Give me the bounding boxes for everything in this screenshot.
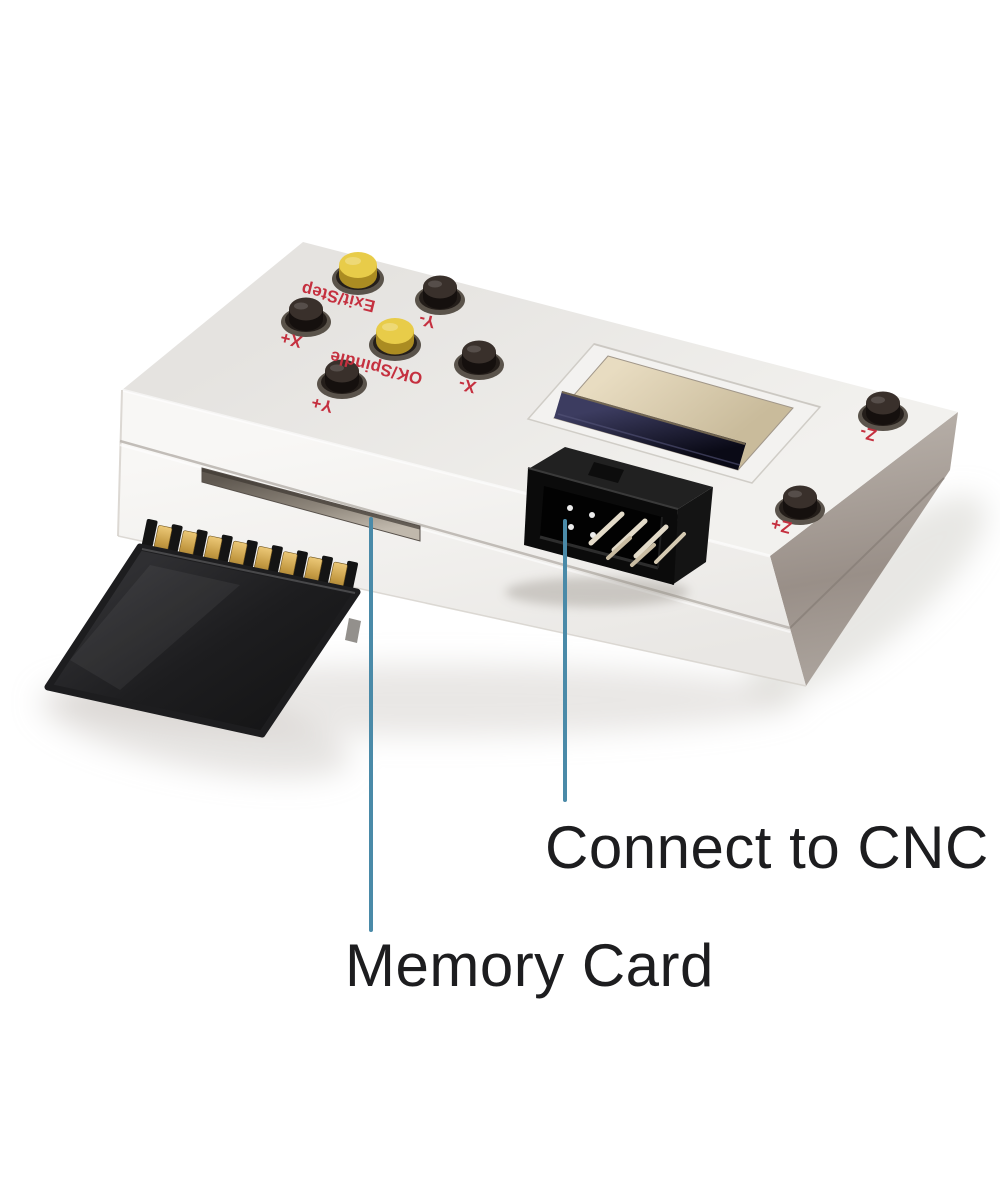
button-cap-highlight	[294, 302, 308, 310]
sd-card-body	[44, 543, 361, 738]
button-exit-step	[332, 252, 384, 295]
button-y-minus	[415, 275, 465, 315]
connector-socket-bevel	[539, 535, 659, 570]
callouts: Connect to CNC Memory Card	[345, 517, 989, 999]
connector-pin-dot	[568, 524, 574, 530]
sd-card-sheen	[70, 565, 240, 690]
connector-right-face	[672, 487, 713, 585]
button-cap-highlight	[382, 323, 398, 331]
connector-top-face	[530, 447, 713, 509]
sd-card-top-edge	[141, 548, 356, 594]
button-cap-highlight	[788, 490, 802, 498]
button-cap-highlight	[428, 280, 442, 288]
connector-cast-shadow	[505, 577, 689, 607]
button-cap-top	[376, 318, 414, 344]
button-cap-highlight	[467, 345, 481, 353]
button-cap-top	[423, 275, 457, 299]
button-cap-top	[783, 485, 817, 509]
button-cap-top	[339, 252, 377, 278]
button-label-x-plus: X+	[278, 328, 304, 352]
button-cap-highlight	[330, 364, 344, 372]
controller-device: Exit/Step X+ Y- OK/Spindle Y+ X- Z- Z+	[117, 242, 958, 687]
button-z-minus	[858, 391, 908, 431]
connector-pin-dot	[567, 505, 573, 511]
sd-slot-opening	[201, 467, 421, 542]
write-protect-tab	[345, 618, 361, 643]
lcd-display-cutout	[526, 343, 822, 484]
memory-card-label: Memory Card	[345, 932, 714, 999]
connector-pin-rod	[606, 536, 632, 560]
connector-pin-rod	[654, 532, 686, 564]
button-x-plus	[281, 297, 331, 337]
button-label-y-minus: Y-	[417, 309, 438, 331]
lcd-rim-shadow	[593, 343, 821, 408]
sd-card-slot	[201, 467, 421, 542]
button-cap-top	[462, 340, 496, 364]
idc-connector	[505, 447, 713, 607]
connector-pins	[567, 505, 686, 567]
button-cap-top	[866, 391, 900, 415]
connector-pin-rod	[588, 511, 625, 546]
lcd-screen-reflection	[557, 413, 741, 466]
button-label-z-plus: Z+	[769, 514, 794, 537]
connector-pin-rod	[633, 524, 669, 559]
connector-top-edge-highlight	[527, 467, 679, 510]
sd-card-shadow	[39, 682, 351, 778]
sd-slot-top-shade	[201, 468, 421, 530]
sd-memory-card	[44, 519, 361, 738]
button-ok-spindle	[369, 318, 421, 361]
button-label-x-minus: X-	[456, 374, 478, 397]
button-label-y-plus: Y+	[309, 393, 335, 417]
button-cap-highlight	[345, 257, 361, 265]
button-z-plus	[775, 485, 825, 525]
connector-keyway-notch	[588, 462, 624, 483]
connect-cnc-label: Connect to CNC	[545, 814, 989, 881]
lcd-screen	[554, 391, 746, 470]
connector-pin-rod	[630, 543, 656, 567]
button-x-minus	[454, 340, 504, 380]
lcd-screen-edge	[561, 391, 746, 445]
button-cap-top	[325, 359, 359, 383]
device-front-face	[118, 390, 806, 686]
button-label-z-minus: Z-	[858, 422, 879, 444]
button-cap-highlight	[871, 396, 885, 404]
device-side-seam	[789, 477, 945, 629]
button-cap-top	[289, 297, 323, 321]
device-left-edge	[117, 389, 123, 537]
button-y-plus	[317, 359, 367, 399]
device-side-face	[770, 412, 958, 686]
connector-pin-dot	[589, 512, 595, 518]
